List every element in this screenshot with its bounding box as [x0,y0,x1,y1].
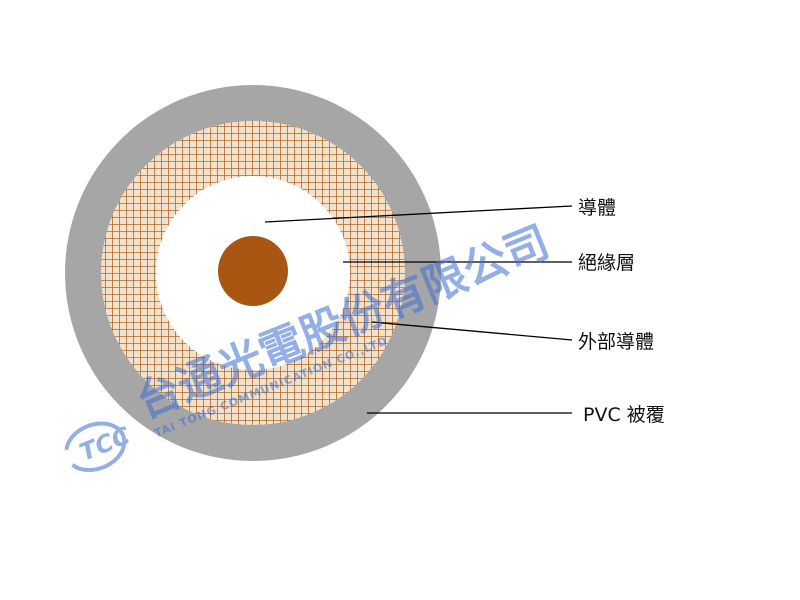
leader-line-outer-conductor [371,321,573,341]
label-pvc-jacket: PVC 被覆 [583,404,665,426]
conductor-core [218,236,288,306]
label-insulation: 絕緣層 [578,252,635,274]
label-outer-conductor: 外部導體 [578,331,654,353]
leader-line-conductor [264,205,573,223]
tcc-logo: TCC [64,421,134,473]
label-conductor: 導體 [578,197,616,219]
